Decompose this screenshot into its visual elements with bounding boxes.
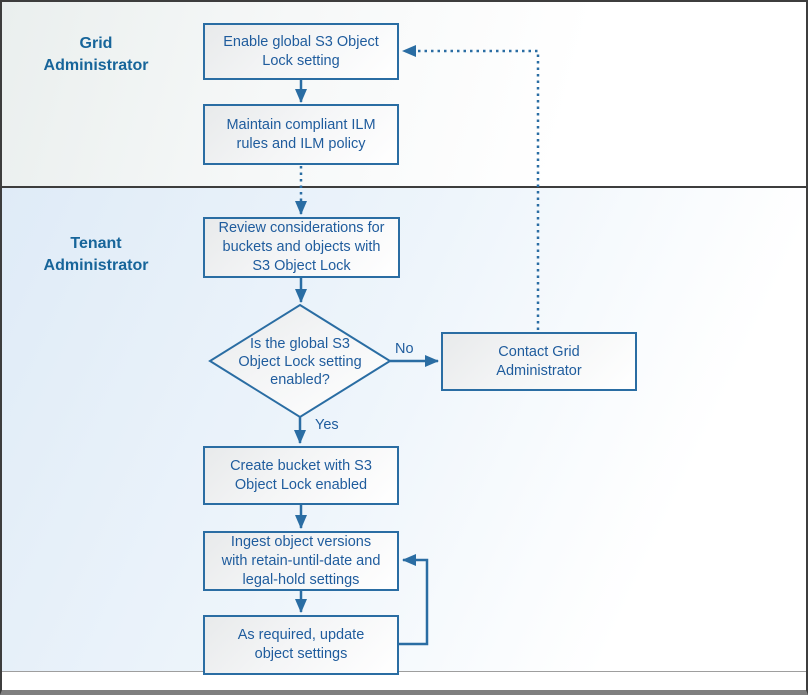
node-review-considerations: Review considerations for buckets and ob… bbox=[203, 217, 400, 278]
node-text-line: Ingest object versions bbox=[230, 533, 372, 550]
lane-label-tenant-administrator: Tenant Administrator bbox=[20, 233, 172, 277]
node-text-line: S3 Object Lock bbox=[252, 258, 351, 274]
node-text-line: Lock setting bbox=[262, 52, 340, 69]
node-text-line: legal-hold settings bbox=[242, 571, 360, 588]
lane-label-line: Administrator bbox=[43, 57, 149, 74]
node-text-line: As required, update bbox=[237, 627, 365, 643]
node-text-line: Create bucket with S3 bbox=[230, 457, 372, 474]
lane-label-line: Tenant bbox=[70, 235, 122, 252]
edge-label-no: No bbox=[395, 341, 414, 357]
node-text-line: Enable global S3 Object bbox=[223, 33, 379, 50]
node-ingest-object-versions: Ingest object versions with retain-until… bbox=[203, 531, 399, 591]
node-contact-grid-administrator: Contact Grid Administrator bbox=[441, 332, 637, 391]
node-text-line: object settings bbox=[254, 646, 348, 662]
decision-diamond-text: Is the global S3 Object Lock setting ena… bbox=[220, 335, 380, 389]
lane-label-line: Grid bbox=[79, 35, 113, 52]
node-text-line: Administrator bbox=[496, 362, 582, 379]
node-maintain-ilm-rules: Maintain compliant ILM rules and ILM pol… bbox=[203, 104, 399, 165]
lane-label-grid-administrator: Grid Administrator bbox=[20, 33, 172, 77]
node-update-object-settings: As required, update object settings bbox=[203, 615, 399, 675]
edge-label-yes: Yes bbox=[315, 417, 339, 433]
lane-label-line: Administrator bbox=[43, 257, 149, 274]
node-text-line: buckets and objects with bbox=[222, 239, 381, 255]
node-text-line: Object Lock setting bbox=[238, 354, 362, 370]
node-text-line: rules and ILM policy bbox=[236, 135, 366, 152]
lane-grid-administrator bbox=[2, 2, 806, 188]
node-text-line: Is the global S3 bbox=[250, 336, 350, 352]
node-text-line: Object Lock enabled bbox=[234, 476, 368, 493]
node-enable-global-s3-object-lock: Enable global S3 Object Lock setting bbox=[203, 23, 399, 80]
node-text-line: Maintain compliant ILM bbox=[226, 116, 376, 133]
node-text-line: with retain-until-date and bbox=[221, 552, 381, 569]
node-text-line: Review considerations for bbox=[218, 220, 385, 236]
node-text-line: Contact Grid bbox=[498, 343, 580, 360]
node-create-bucket: Create bucket with S3 Object Lock enable… bbox=[203, 446, 399, 505]
node-text-line: enabled? bbox=[270, 372, 330, 388]
